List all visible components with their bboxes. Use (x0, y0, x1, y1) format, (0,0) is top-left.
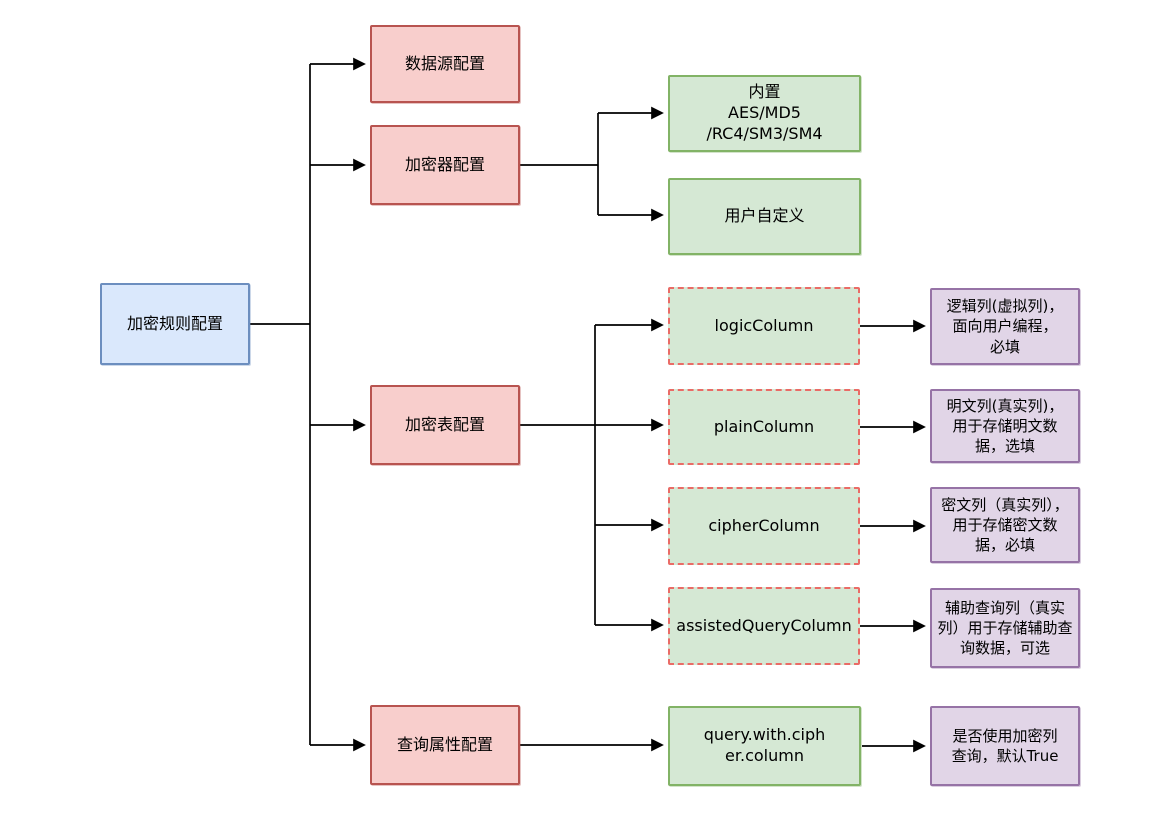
node-assisted-query-column: assistedQueryColumn (668, 587, 860, 665)
node-user-custom: 用户自定义 (668, 178, 861, 255)
node-query-props-config: 查询属性配置 (370, 705, 520, 785)
node-query-with-cipher-column: query.with.ciph er.column (668, 706, 861, 786)
node-encryptor-config: 加密器配置 (370, 125, 520, 205)
node-datasource-config: 数据源配置 (370, 25, 520, 103)
desc-logic-column: 逻辑列(虚拟列)， 面向用户编程， 必填 (930, 288, 1080, 365)
node-logic-column: logicColumn (668, 287, 860, 365)
desc-assisted-query-column: 辅助查询列（真实 列）用于存储辅助查 询数据，可选 (930, 588, 1080, 668)
node-plain-column: plainColumn (668, 389, 860, 465)
node-cipher-column: cipherColumn (668, 487, 860, 565)
node-builtin-algorithms: 内置 AES/MD5 /RC4/SM3/SM4 (668, 75, 861, 152)
desc-cipher-column: 密文列（真实列）， 用于存储密文数 据，必填 (930, 487, 1080, 563)
desc-plain-column: 明文列(真实列)， 用于存储明文数 据，选填 (930, 389, 1080, 463)
connector-table-trunk (520, 325, 596, 625)
connector-encryptor-trunk (520, 113, 599, 215)
node-encryption-rule-config: 加密规则配置 (100, 283, 250, 365)
desc-query-with-cipher-column: 是否使用加密列 查询，默认True (930, 706, 1080, 786)
connector-root-trunk (250, 64, 311, 745)
node-encrypt-table-config: 加密表配置 (370, 385, 520, 465)
